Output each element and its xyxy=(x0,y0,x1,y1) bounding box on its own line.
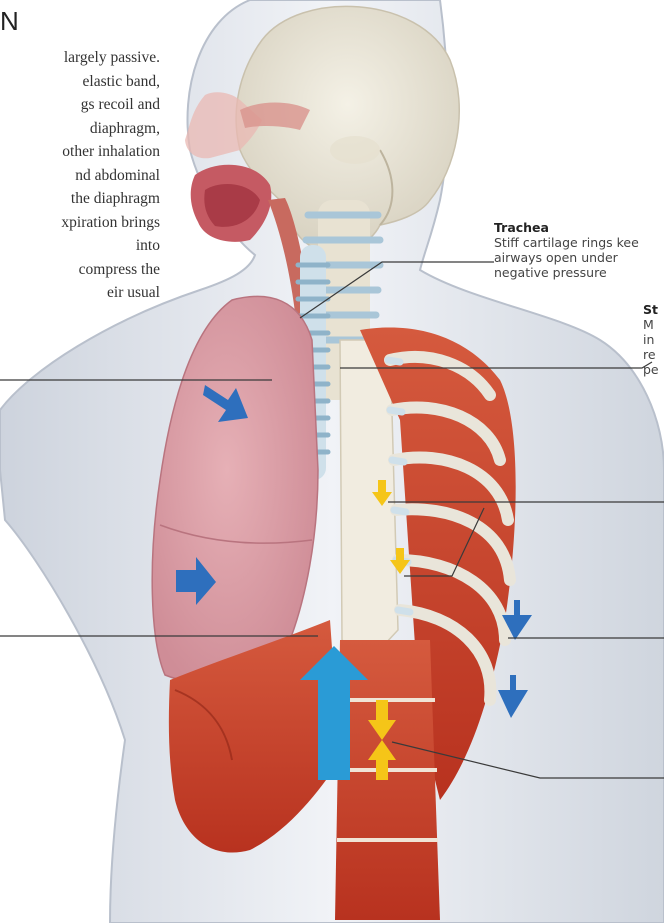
intro-line: xpiration brings xyxy=(0,211,160,235)
intro-line: other inhalation xyxy=(0,140,160,164)
intro-paragraph: largely passive. elastic band, gs recoil… xyxy=(0,46,160,305)
trachea-label-title: Trachea xyxy=(494,220,639,235)
intro-line: elastic band, xyxy=(0,70,160,94)
intro-line: largely passive. xyxy=(0,46,160,70)
intro-line: diaphragm, xyxy=(0,117,160,141)
intro-line: eir usual xyxy=(0,281,160,305)
trachea-label-line: negative pressure xyxy=(494,265,639,280)
intro-line: into xyxy=(0,234,160,258)
intro-line: nd abdominal xyxy=(0,164,160,188)
intro-line: the diaphragm xyxy=(0,187,160,211)
trachea-label: Trachea Stiff cartilage rings kee airway… xyxy=(494,220,639,280)
intro-line: gs recoil and xyxy=(0,93,160,117)
intro-line: compress the xyxy=(0,258,160,282)
sternum-label: St M in re pe xyxy=(643,302,659,377)
section-heading: N xyxy=(0,6,20,37)
trachea-label-line: airways open under xyxy=(494,250,639,265)
sternum-label-line: in xyxy=(643,332,659,347)
sternum-label-line: pe xyxy=(643,362,659,377)
sternum-label-title: St xyxy=(643,302,659,317)
sternum-label-line: M xyxy=(643,317,659,332)
sternum-label-line: re xyxy=(643,347,659,362)
trachea-label-line: Stiff cartilage rings kee xyxy=(494,235,639,250)
